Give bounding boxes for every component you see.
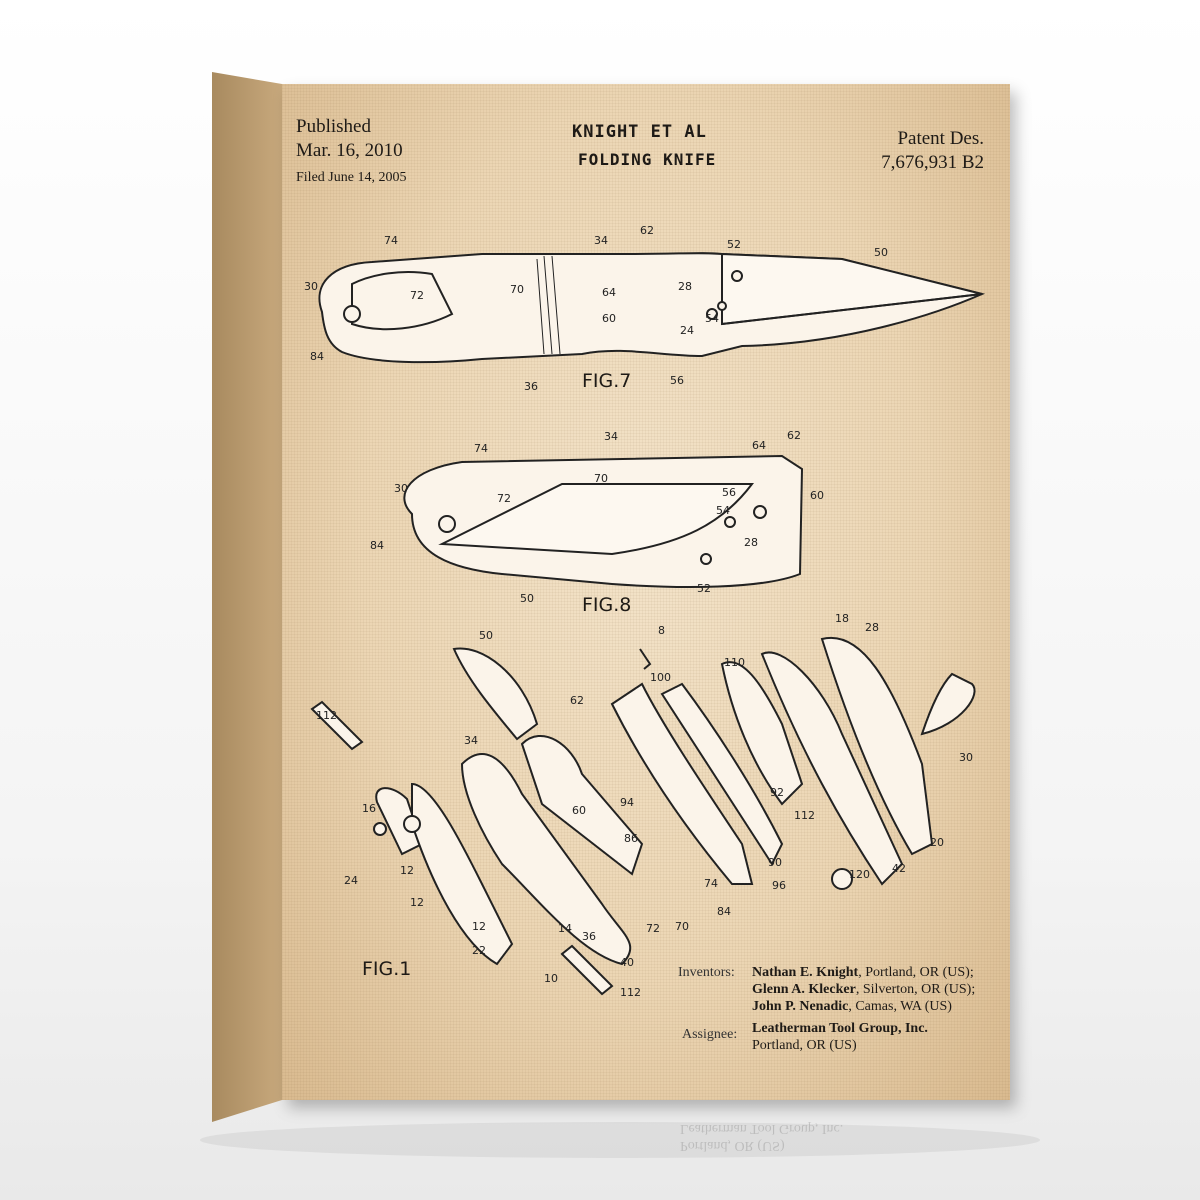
ref-numeral: 62 [570, 694, 584, 707]
ref-numeral: 30 [959, 751, 973, 764]
ref-numeral: 16 [362, 802, 376, 815]
ref-numeral: 52 [697, 582, 711, 595]
ref-numeral: 12 [472, 920, 486, 933]
filed-date: Filed June 14, 2005 [296, 170, 407, 185]
inventor-location: , Camas, WA (US) [848, 999, 952, 1014]
published-label: Published [296, 116, 371, 137]
canvas-print: Published Mar. 16, 2010 Filed June 14, 2… [282, 84, 1010, 1100]
ref-numeral: 120 [849, 868, 870, 881]
ref-numeral: 74 [474, 442, 488, 455]
ref-numeral: 34 [604, 430, 618, 443]
ref-numeral: 30 [394, 482, 408, 495]
ref-numeral: 36 [524, 380, 538, 393]
ref-numeral: 12 [410, 896, 424, 909]
ref-numeral: 74 [704, 877, 718, 890]
ref-numeral: 112 [316, 709, 337, 722]
fig8-label: FIG.8 [582, 594, 632, 616]
assignee-name: Leatherman Tool Group, Inc. [752, 1021, 928, 1036]
ref-numeral: 64 [752, 439, 766, 452]
reflected-assignee-name: Leatherman Tool Group, Inc. [680, 1121, 844, 1136]
ref-numeral: 72 [646, 922, 660, 935]
ref-numeral: 50 [479, 629, 493, 642]
inventor-3: John P. Nenadic, Camas, WA (US) [752, 998, 952, 1015]
ref-numeral: 14 [558, 922, 572, 935]
ref-numeral: 40 [620, 956, 634, 969]
ref-numeral: 34 [594, 234, 608, 247]
inventor-location: , Portland, OR (US); [858, 965, 974, 980]
inventor-1: Nathan E. Knight, Portland, OR (US); [752, 964, 974, 981]
ref-numeral: 84 [310, 350, 324, 363]
ref-numeral: 100 [650, 671, 671, 684]
inventors-label: Inventors: [678, 965, 735, 980]
ref-numeral: 56 [722, 486, 736, 499]
ref-numeral: 22 [472, 944, 486, 957]
ref-numeral: 24 [680, 324, 694, 337]
patent-title-authors: KNIGHT ET AL [572, 122, 707, 142]
ref-numeral: 60 [602, 312, 616, 325]
ref-numeral: 52 [727, 238, 741, 251]
ref-numeral: 70 [675, 920, 689, 933]
ref-numeral: 54 [705, 312, 719, 325]
inventor-name: John P. Nenadic [752, 999, 849, 1014]
ref-numeral: 72 [497, 492, 511, 505]
ref-numeral: 36 [582, 930, 596, 943]
patent-title: FOLDING KNIFE [578, 150, 717, 169]
ref-numeral: 84 [370, 539, 384, 552]
ref-numeral: 110 [724, 656, 745, 669]
ref-numeral: 8 [658, 624, 665, 637]
fig1-exploded-drawing [310, 636, 976, 996]
ref-numeral: 28 [678, 280, 692, 293]
ref-numeral: 42 [892, 862, 906, 875]
ref-numeral: 112 [794, 809, 815, 822]
ref-numeral: 60 [572, 804, 586, 817]
ref-numeral: 30 [304, 280, 318, 293]
reflected-assignee-location: Portland, OR (US) [680, 1138, 785, 1153]
ref-numeral: 74 [384, 234, 398, 247]
ref-numeral: 112 [620, 986, 641, 999]
inventor-location: , Silverton, OR (US); [855, 982, 976, 997]
ref-numeral: 86 [624, 832, 638, 845]
ref-numeral: 92 [770, 786, 784, 799]
ref-numeral: 94 [620, 796, 634, 809]
fig1-label: FIG.1 [362, 958, 412, 980]
ref-numeral: 10 [544, 972, 558, 985]
fig7-knife-drawing [318, 252, 986, 364]
ref-numeral: 62 [640, 224, 654, 237]
inventor-2: Glenn A. Klecker, Silverton, OR (US); [752, 981, 975, 998]
ref-numeral: 34 [464, 734, 478, 747]
assignee-location: Portland, OR (US) [752, 1038, 857, 1053]
ref-numeral: 54 [716, 504, 730, 517]
patent-number: 7,676,931 B2 [881, 152, 984, 173]
published-date: Mar. 16, 2010 [296, 140, 403, 161]
ref-numeral: 90 [768, 856, 782, 869]
ref-numeral: 50 [874, 246, 888, 259]
fig7-label: FIG.7 [582, 370, 632, 392]
ref-numeral: 18 [835, 612, 849, 625]
ref-numeral: 50 [520, 592, 534, 605]
ref-numeral: 84 [717, 905, 731, 918]
inventor-name: Nathan E. Knight [752, 965, 859, 980]
ref-numeral: 28 [744, 536, 758, 549]
ref-numeral: 56 [670, 374, 684, 387]
fig8-knife-drawing [403, 454, 804, 588]
ref-numeral: 60 [810, 489, 824, 502]
ref-numeral: 72 [410, 289, 424, 302]
ref-numeral: 24 [344, 874, 358, 887]
ref-numeral: 62 [787, 429, 801, 442]
ref-numeral: 70 [594, 472, 608, 485]
ref-numeral: 28 [865, 621, 879, 634]
ref-numeral: 64 [602, 286, 616, 299]
ref-numeral: 70 [510, 283, 524, 296]
patent-drawings [310, 252, 986, 996]
ref-numeral: 20 [930, 836, 944, 849]
patent-label: Patent Des. [897, 128, 984, 149]
canvas-reflection: Portland, OR (US) Leatherman Tool Group,… [680, 1120, 843, 1154]
assignee-label: Assignee: [682, 1027, 738, 1042]
ref-numeral: 12 [400, 864, 414, 877]
ref-numeral: 96 [772, 879, 786, 892]
inventor-name: Glenn A. Klecker [752, 982, 856, 997]
